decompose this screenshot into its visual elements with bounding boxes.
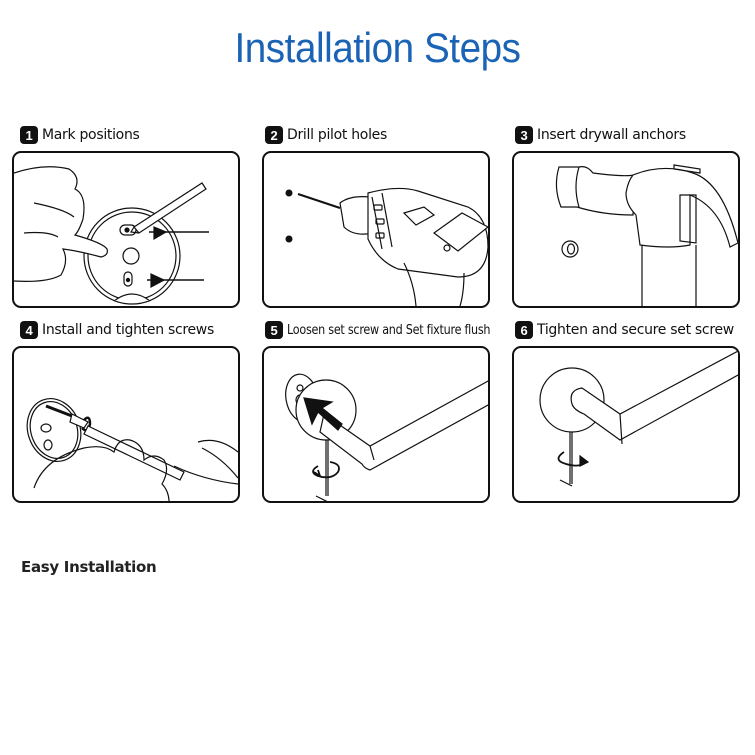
step-1-illustration	[12, 151, 240, 308]
towel-bar-tighten-icon	[539, 350, 738, 487]
step-6-number-badge: 6	[515, 321, 533, 339]
step-1-text: Mark positions	[42, 127, 140, 143]
step-3-text: Insert drywall anchors	[537, 127, 686, 143]
step-1-label: 1 Mark positions	[20, 125, 140, 145]
step-2-text: Drill pilot holes	[287, 127, 387, 143]
hammer-icon	[555, 164, 738, 306]
screwdriver-hand-icon	[26, 398, 238, 501]
towel-bar-hex-key-icon	[285, 373, 488, 501]
step-4-text: Install and tighten screws	[42, 322, 214, 338]
easy-installation-caption: Easy Installation	[21, 558, 157, 576]
step-6-label: 6 Tighten and secure set screw	[515, 320, 734, 340]
hand-pencil-mount-plate-icon	[14, 166, 209, 305]
step-6-illustration	[512, 346, 740, 503]
step-2-label: 2 Drill pilot holes	[265, 125, 387, 145]
step-4-label: 4 Install and tighten screws	[20, 320, 214, 340]
step-1-number-badge: 1	[20, 126, 38, 144]
page-title: Installation Steps	[234, 24, 521, 71]
step-3-label: 3 Insert drywall anchors	[515, 125, 686, 145]
step-3-illustration	[512, 151, 740, 308]
step-2-illustration	[262, 151, 490, 308]
step-5-number-badge: 5	[265, 321, 283, 339]
step-5-text: Loosen set screw and Set fixture flush	[287, 322, 491, 338]
step-5-illustration	[262, 346, 490, 503]
step-4-illustration	[12, 346, 240, 503]
step-2-number-badge: 2	[265, 126, 283, 144]
step-5-label: 5 Loosen set screw and Set fixture flush	[265, 320, 523, 340]
drill-icon	[285, 187, 488, 306]
step-4-number-badge: 4	[20, 321, 38, 339]
step-3-number-badge: 3	[515, 126, 533, 144]
step-6-text: Tighten and secure set screw	[537, 322, 734, 338]
